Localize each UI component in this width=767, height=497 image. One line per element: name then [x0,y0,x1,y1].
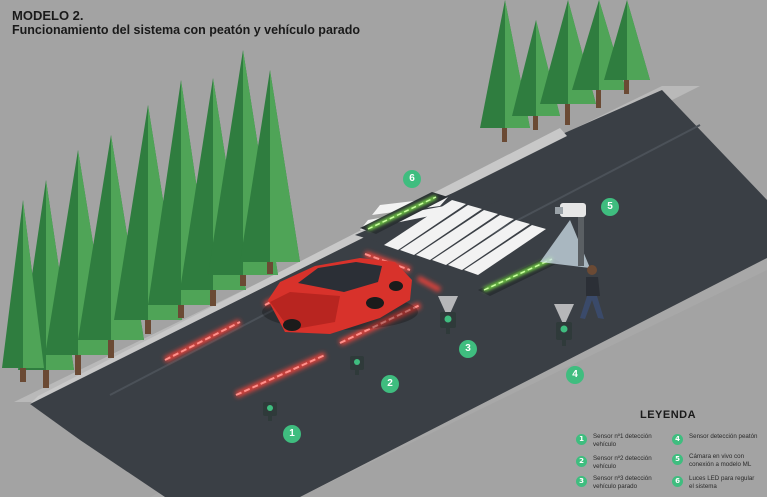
badge-4: 4 [566,366,584,384]
badge-2: 2 [381,375,399,393]
sensor-icon [438,296,458,334]
legend-number: 3 [576,476,587,487]
legend-text: Luces LED para regular el sistema [689,475,755,490]
pedestrian-icon [580,265,604,319]
legend-item-3: 3 Sensor nº3 detección vehículo parado [576,475,668,490]
legend-text: Sensor detección peatón [689,433,758,440]
page-subtitle: Funcionamiento del sistema con peatón y … [12,23,360,37]
legend-title: LEYENDA [640,409,697,421]
car-icon [262,258,418,334]
legend-text: Sensor nº3 detección vehículo parado [593,475,652,490]
legend-item-2: 2 Sensor nº2 detección vehículo [576,455,668,470]
badge-5: 5 [601,198,619,216]
tree-icon [604,0,650,94]
legend-text: Sensor nº1 detección vehículo [593,433,652,448]
forest-left [2,50,300,388]
legend-number: 6 [672,476,683,487]
legend-item-1: 1 Sensor nº1 detección vehículo [576,433,668,448]
sensor-icon [554,304,574,346]
legend-number: 2 [576,456,587,467]
badge-3: 3 [459,340,477,358]
sensor-icon [263,402,277,421]
tree-icon [480,0,530,142]
legend-number: 1 [576,434,587,445]
legend-text: Cámara en vivo con conexión a modelo ML [689,453,752,468]
tree-icon [240,70,300,274]
page-title-block: MODELO 2. Funcionamiento del sistema con… [12,8,360,38]
road-lane-line-2 [469,124,701,246]
legend-item-5: 5 Cámara en vivo con conexión a modelo M… [672,453,760,468]
legend-text: Sensor nº2 detección vehículo [593,455,652,470]
page-title: MODELO 2. [12,8,84,23]
tree-icon [2,200,44,382]
led-strip-icon [360,192,560,296]
camera-icon [540,203,590,268]
badge-6: 6 [403,170,421,188]
legend-number: 5 [672,454,683,465]
legend-item-4: 4 Sensor detección peatón [672,433,760,445]
badge-1: 1 [283,425,301,443]
legend-item-6: 6 Luces LED para regular el sistema [672,475,760,490]
sensor-icon [350,356,364,375]
legend-number: 4 [672,434,683,445]
forest-right [480,0,650,142]
